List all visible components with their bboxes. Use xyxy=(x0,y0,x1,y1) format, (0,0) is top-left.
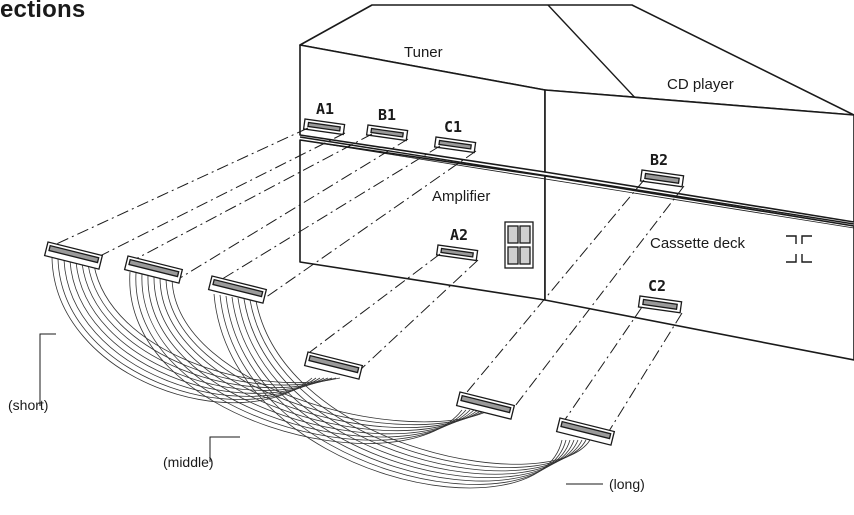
socket-b1 xyxy=(365,124,409,142)
connector-label-b1: B1 xyxy=(378,106,396,124)
connector-label-a1: A1 xyxy=(316,100,334,118)
socket-c1 xyxy=(433,136,477,154)
cable-plugs xyxy=(43,241,616,446)
socket-a2 xyxy=(435,244,479,262)
plug-short-right xyxy=(303,351,364,380)
plug-long-left xyxy=(207,275,268,304)
leader-middle xyxy=(209,436,240,462)
plug-middle-right xyxy=(455,391,516,420)
ribbon-cable-middle xyxy=(129,271,491,444)
connector-label-b2: B2 xyxy=(650,151,668,169)
socket-connectors xyxy=(302,118,685,314)
connector-label-c1: C1 xyxy=(444,118,462,136)
cd-player-front xyxy=(544,89,854,223)
speaker-terminal-icon xyxy=(504,221,534,269)
leader-short xyxy=(39,333,56,406)
connector-label-a2: A2 xyxy=(450,226,468,244)
cassette-deck-front xyxy=(544,175,854,361)
connector-label-c2: C2 xyxy=(648,277,666,295)
plug-middle-left xyxy=(123,255,184,284)
cassette-deck-label: Cassette deck xyxy=(650,235,746,252)
corner-mark-icon xyxy=(786,235,812,263)
cable-label-long: (long) xyxy=(609,476,645,492)
ribbon-cable-short xyxy=(51,257,341,404)
page-heading: ections xyxy=(0,0,86,23)
socket-c2 xyxy=(637,295,683,314)
cable-label-middle: (middle) xyxy=(163,454,214,470)
cd-player-label: CD player xyxy=(667,76,734,93)
amplifier-label: Amplifier xyxy=(432,188,490,205)
socket-a1 xyxy=(302,118,346,136)
plug-long-right xyxy=(555,417,616,446)
cable-label-short: (short) xyxy=(8,397,48,413)
plug-short-left xyxy=(43,241,104,270)
component-stack: Tuner CD player Amplifier Cassette deck xyxy=(299,4,854,361)
tuner-label: Tuner xyxy=(404,44,443,61)
ribbon-cable-long xyxy=(213,293,591,489)
guide-lines xyxy=(51,127,685,437)
socket-b2 xyxy=(639,169,685,188)
